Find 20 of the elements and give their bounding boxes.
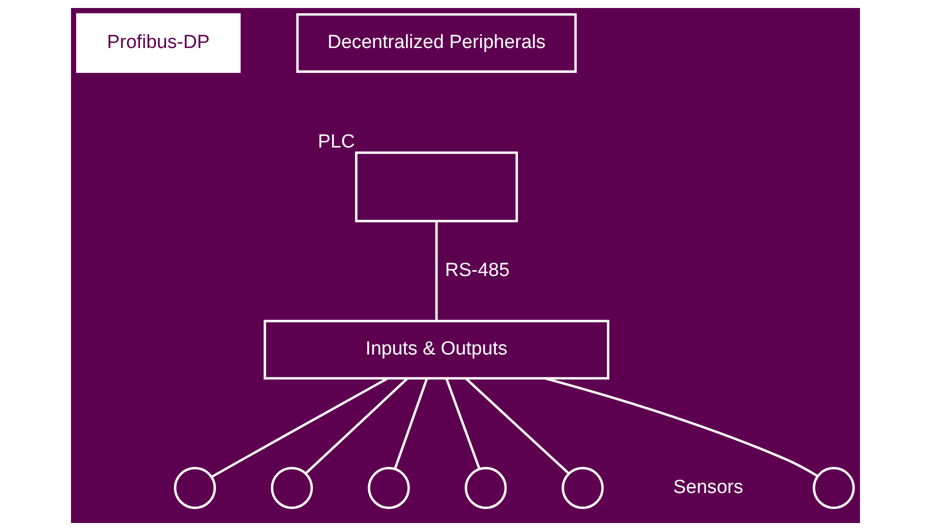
node-box: [355, 151, 518, 222]
node-circle: [368, 466, 410, 510]
node-circle: [270, 466, 313, 510]
node-label: PLC: [318, 131, 355, 152]
connector: [544, 377, 818, 477]
connector: [211, 378, 388, 478]
connector: [305, 378, 408, 474]
node-box: Decentralized Peripherals: [296, 13, 577, 73]
node-box: Profibus-DP: [76, 13, 241, 73]
node-circle: [174, 466, 216, 510]
node-circle: [562, 466, 604, 510]
node-box: Inputs & Outputs: [264, 320, 610, 380]
connector: [465, 378, 570, 474]
connector: [435, 222, 438, 321]
connector: [445, 378, 481, 470]
connector: [394, 378, 428, 470]
node-circle: [464, 466, 507, 510]
edge-label: RS-485: [444, 260, 510, 281]
node-circle: [812, 466, 855, 510]
label: Sensors: [673, 476, 744, 498]
